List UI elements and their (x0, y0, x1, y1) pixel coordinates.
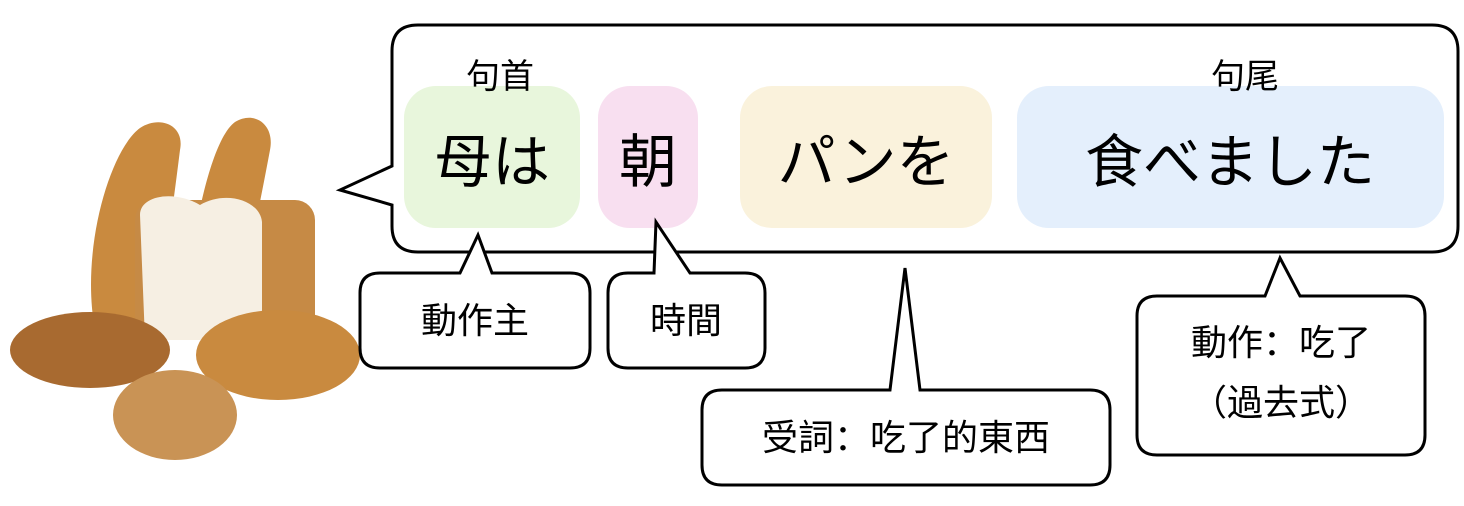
bread-illustration-icon (10, 117, 360, 460)
tail-label: 句尾 (1211, 57, 1279, 97)
callout-subject (358, 231, 592, 370)
chip-subject (404, 86, 580, 228)
chip-subject-text: 母は (434, 128, 550, 196)
chip-time (598, 86, 698, 228)
chip-verb (1017, 86, 1444, 228)
callout-subject-text: 動作主 (421, 301, 529, 342)
chip-verb-text: 食べました (1085, 128, 1375, 196)
chip-time-text: 朝 (619, 128, 677, 196)
callout-time (606, 217, 767, 370)
callout-verb-line1: 動作：吃了 (1191, 323, 1371, 364)
head-label: 句首 (466, 57, 534, 97)
callout-object-text: 受詞：吃了的東西 (762, 418, 1050, 459)
callout-object (700, 267, 1112, 487)
callout-verb (1135, 254, 1427, 457)
chip-object-text: パンを (778, 128, 955, 196)
callout-time-text: 時間 (650, 301, 722, 342)
callout-verb-line2: （過去式） (1191, 383, 1371, 424)
chip-object (740, 86, 992, 228)
